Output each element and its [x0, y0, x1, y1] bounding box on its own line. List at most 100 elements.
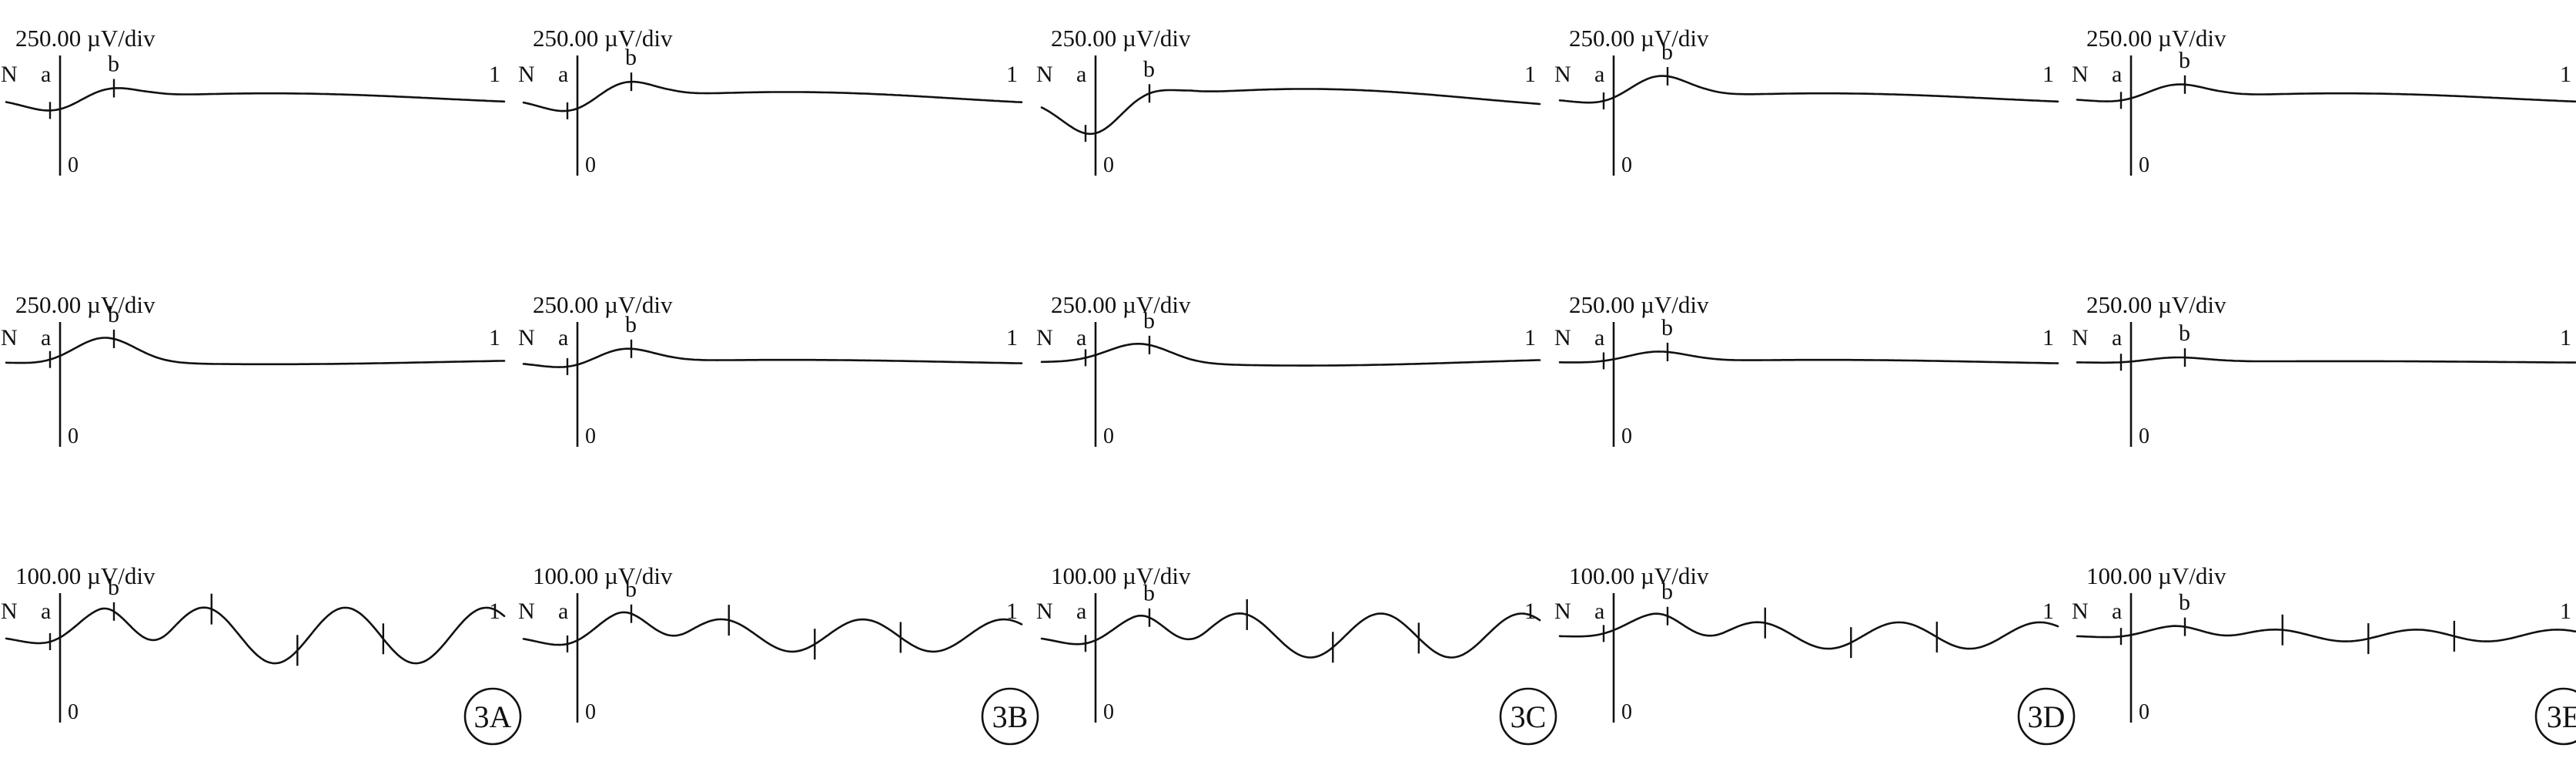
waveform-trace	[5, 87, 506, 112]
marker-a-label: a	[41, 62, 51, 87]
scale-label: 250.00 µV/div	[1051, 291, 1191, 318]
start-label: N	[1036, 325, 1053, 350]
end-label: 1	[1524, 62, 1536, 87]
end-label: 1	[2042, 325, 2054, 350]
marker-b-label: b	[1143, 56, 1155, 82]
start-label: N	[1036, 599, 1053, 624]
end-label: 1	[1006, 325, 1018, 350]
origin-label: 0	[68, 153, 79, 177]
waveform-trace	[2076, 625, 2576, 642]
marker-b-label: b	[1661, 39, 1673, 65]
marker-b-label: b	[108, 52, 119, 77]
origin-label: 0	[1621, 153, 1632, 177]
end-label: 1	[489, 325, 500, 350]
scale-label: 250.00 µV/div	[1569, 25, 1709, 52]
end-label: 1	[1006, 599, 1018, 624]
start-label: N	[1, 599, 18, 624]
marker-b-label: b	[1661, 315, 1673, 340]
origin-label: 0	[68, 700, 79, 724]
end-label: 1	[2042, 599, 2054, 624]
origin-label: 0	[585, 700, 596, 724]
panel-label: 3E	[2547, 699, 2576, 734]
marker-b-label: b	[1661, 579, 1673, 605]
waveform-trace	[1040, 343, 1541, 367]
origin-label: 0	[585, 424, 596, 448]
end-label: 1	[1524, 325, 1536, 350]
end-label: 1	[2560, 599, 2571, 624]
scale-label: 250.00 µV/div	[533, 25, 673, 52]
start-label: N	[1554, 599, 1571, 624]
origin-label: 0	[2139, 700, 2149, 724]
scale-label: 250.00 µV/div	[2086, 291, 2226, 318]
marker-b-label: b	[2179, 590, 2190, 615]
panel-label: 3B	[992, 699, 1029, 734]
marker-a-label: a	[558, 325, 568, 350]
origin-label: 0	[1103, 700, 1114, 724]
panel-label-circle	[2017, 687, 2076, 746]
scale-label: 250.00 µV/div	[533, 291, 673, 318]
start-label: N	[2072, 62, 2089, 87]
start-label: N	[2072, 599, 2089, 624]
marker-b-label: b	[625, 45, 637, 70]
waveform-trace	[1558, 350, 2059, 364]
marker-b-label: b	[1143, 581, 1155, 606]
scale-label: 250.00 µV/div	[15, 25, 156, 52]
waveform-trace	[522, 347, 1023, 368]
waveform-trace	[1040, 88, 1541, 136]
waveform-trace	[522, 80, 1023, 112]
start-label: N	[1036, 62, 1053, 87]
scale-label: 250.00 µV/div	[1569, 291, 1709, 318]
end-label: 1	[1006, 62, 1018, 87]
marker-b-label: b	[625, 312, 637, 337]
scale-label: 100.00 µV/div	[1569, 562, 1709, 589]
waveform-trace	[1558, 75, 2059, 104]
end-label: 1	[489, 599, 500, 624]
start-label: N	[1554, 62, 1571, 87]
scale-label: 100.00 µV/div	[1051, 562, 1191, 589]
end-label: 1	[1524, 599, 1536, 624]
scale-label: 250.00 µV/div	[2086, 25, 2226, 52]
waveform-trace	[1040, 612, 1541, 659]
end-label: 1	[2560, 62, 2571, 87]
origin-label: 0	[1621, 424, 1632, 448]
panel-label-circle	[981, 687, 1039, 746]
origin-label: 0	[1621, 700, 1632, 724]
waveform-trace	[2076, 83, 2576, 103]
start-label: N	[518, 325, 535, 350]
waveform-trace	[5, 606, 506, 665]
marker-a-label: a	[41, 599, 51, 624]
marker-a-label: a	[1076, 325, 1086, 350]
marker-b-label: b	[2179, 48, 2190, 73]
panel-label-circle	[2534, 687, 2576, 746]
marker-a-label: a	[41, 325, 51, 350]
marker-a-label: a	[1594, 599, 1604, 624]
origin-label: 0	[1103, 424, 1114, 448]
end-label: 1	[2042, 62, 2054, 87]
marker-b-label: b	[108, 302, 119, 327]
marker-a-label: a	[1594, 62, 1604, 87]
origin-label: 0	[68, 424, 79, 448]
waveform-trace	[2076, 356, 2576, 364]
start-label: N	[1, 62, 18, 87]
marker-a-label: a	[2112, 599, 2122, 624]
marker-a-label: a	[1076, 62, 1086, 87]
marker-a-label: a	[1594, 325, 1604, 350]
marker-a-label: a	[2112, 325, 2122, 350]
marker-b-label: b	[2179, 320, 2190, 346]
panel-label-circle	[463, 687, 522, 746]
scale-label: 250.00 µV/div	[1051, 25, 1191, 52]
marker-a-label: a	[1076, 599, 1086, 624]
marker-b-label: b	[1143, 308, 1155, 334]
start-label: N	[1, 325, 18, 350]
origin-label: 0	[2139, 153, 2149, 177]
end-label: 1	[489, 62, 500, 87]
start-label: N	[2072, 325, 2089, 350]
marker-a-label: a	[558, 599, 568, 624]
marker-b-label: b	[625, 577, 637, 602]
start-label: N	[1554, 325, 1571, 350]
marker-a-label: a	[2112, 62, 2122, 87]
start-label: N	[518, 62, 535, 87]
origin-label: 0	[1103, 153, 1114, 177]
scale-label: 100.00 µV/div	[15, 562, 156, 589]
